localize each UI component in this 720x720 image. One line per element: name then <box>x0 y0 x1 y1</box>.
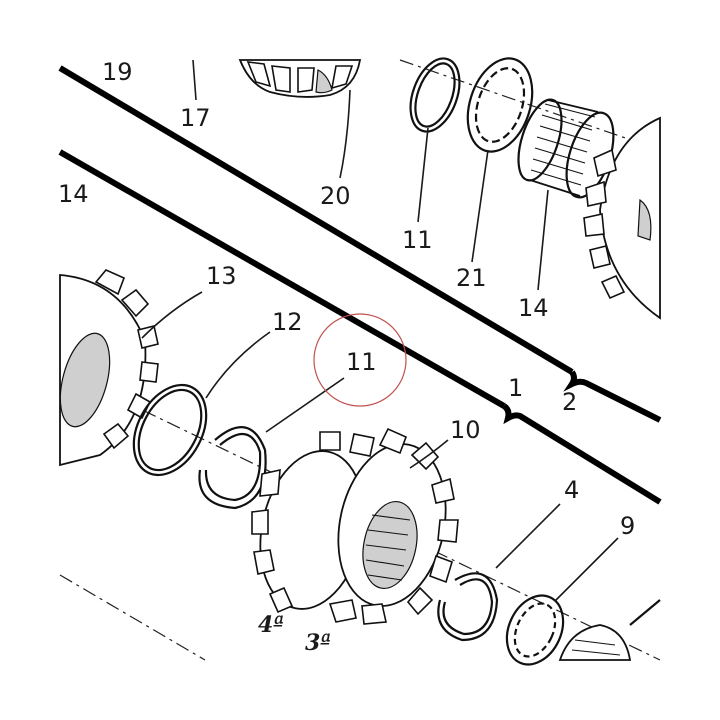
bearing-bottom-right <box>558 599 661 661</box>
callout-9: 9 <box>620 512 635 540</box>
gear-label-3rd: 3ª <box>305 630 331 656</box>
gear-label-4th: 4ª <box>258 612 284 638</box>
splined-washer-21 <box>466 57 534 153</box>
circlip-11-top <box>409 57 461 133</box>
bottom-left-axis <box>59 574 206 661</box>
callout-10: 10 <box>450 416 481 444</box>
gear-10-needles <box>365 514 411 581</box>
callout-17: 17 <box>180 104 211 132</box>
callout-21: 21 <box>456 264 487 292</box>
callout-14-left: 14 <box>58 180 89 208</box>
leader-12 <box>205 331 271 399</box>
lower-shaft-line <box>58 149 506 409</box>
leader-9 <box>555 537 619 601</box>
callout-11-mid: 11 <box>346 348 377 376</box>
ring-12 <box>132 383 208 477</box>
gear-20-fragment <box>238 59 362 98</box>
highlight-circle <box>313 313 407 407</box>
callout-11-top: 11 <box>402 226 433 254</box>
splined-washer-9 <box>505 594 565 666</box>
callout-12: 12 <box>272 308 303 336</box>
callout-14-top: 14 <box>518 294 549 322</box>
callout-19: 19 <box>102 58 133 86</box>
leader-14-top <box>537 189 549 291</box>
gear-13 <box>59 269 159 467</box>
callout-20: 20 <box>320 182 351 210</box>
gear-right-top <box>583 116 661 320</box>
lower-bracket <box>502 403 662 505</box>
needle-bearing-14-top <box>517 98 615 199</box>
leader-11-top <box>417 127 429 223</box>
leader-11-mid <box>265 377 345 433</box>
upper-bracket <box>563 370 662 423</box>
leader-21 <box>471 149 489 263</box>
callout-4: 4 <box>564 476 579 504</box>
callout-13: 13 <box>206 262 237 290</box>
leader-20 <box>339 89 351 179</box>
leader-13 <box>141 291 203 339</box>
gear-10 <box>251 427 459 625</box>
circlip-4 <box>437 572 499 642</box>
circlip-11-middle <box>198 426 267 510</box>
callout-2: 2 <box>562 388 577 416</box>
upper-shaft-line <box>58 65 574 375</box>
callout-1: 1 <box>508 374 523 402</box>
leader-4 <box>495 503 561 569</box>
leader-17 <box>192 59 197 101</box>
leader-10 <box>409 439 449 469</box>
